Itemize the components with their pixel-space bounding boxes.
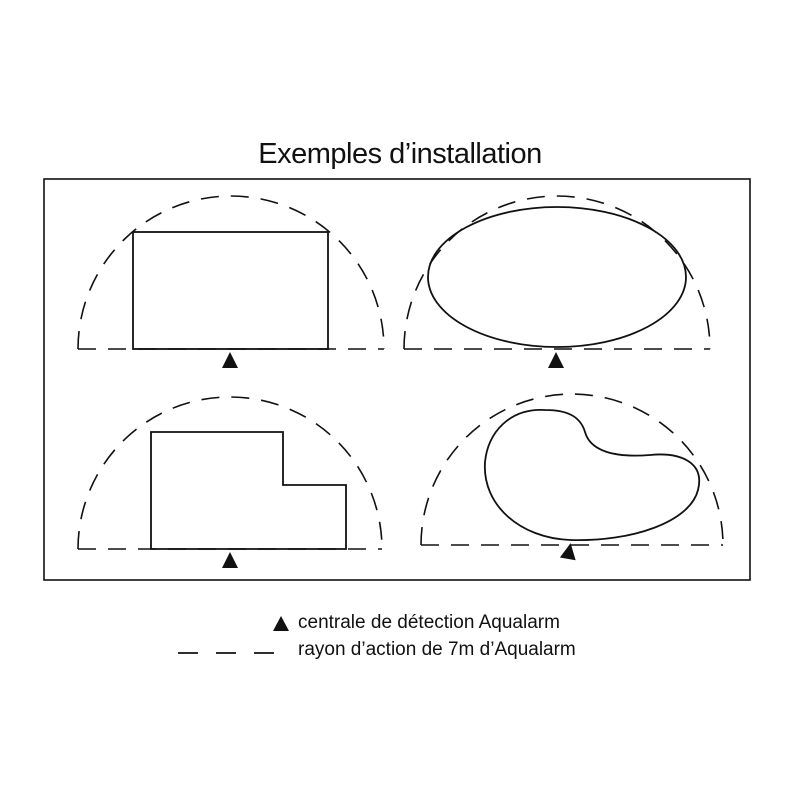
diagram-title: Exemples d’installation xyxy=(258,138,542,170)
dashed-line-icon xyxy=(178,652,292,654)
detector-triangle-icon xyxy=(222,552,238,568)
detector-triangle-icon xyxy=(222,352,238,368)
legend-range-label: rayon d’action de 7m d’Aqualarm xyxy=(298,639,576,660)
pool-outline-l-shape xyxy=(150,431,347,550)
pool-outline-rectangle xyxy=(132,231,329,350)
legend-detector-label: centrale de détection Aqualarm xyxy=(298,612,560,633)
example-oval-pool xyxy=(403,195,711,368)
pool-outline-kidney xyxy=(484,409,701,541)
example-rectangle-pool xyxy=(77,195,385,368)
legend-detector: centrale de détection Aqualarm xyxy=(0,612,800,636)
example-kidney-pool xyxy=(420,393,724,561)
example-l-shape-pool xyxy=(77,396,383,568)
diagram-frame xyxy=(43,178,751,581)
detector-triangle-icon xyxy=(273,616,289,631)
legend-range: rayon d’action de 7m d’Aqualarm xyxy=(0,639,800,663)
detection-range-arc xyxy=(420,393,724,546)
pool-outline-oval xyxy=(427,206,687,348)
detection-range-arc xyxy=(77,396,383,550)
detection-range-arc xyxy=(403,195,711,350)
detector-triangle-icon xyxy=(548,352,564,368)
detector-triangle-icon xyxy=(559,543,576,561)
detection-range-arc xyxy=(77,195,385,350)
